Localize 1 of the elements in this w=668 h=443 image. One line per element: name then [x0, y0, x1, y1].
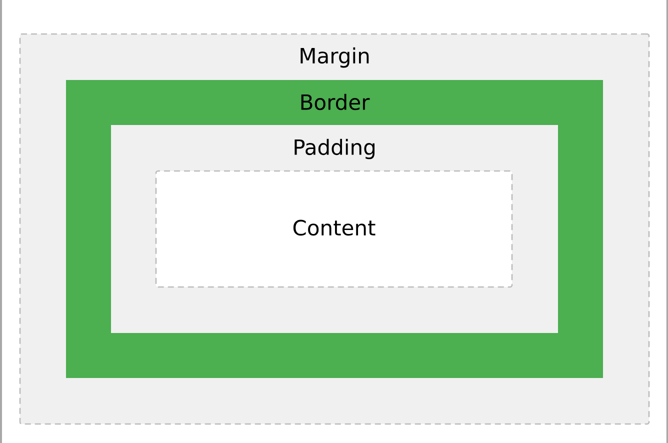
content-box: Content: [155, 170, 513, 288]
